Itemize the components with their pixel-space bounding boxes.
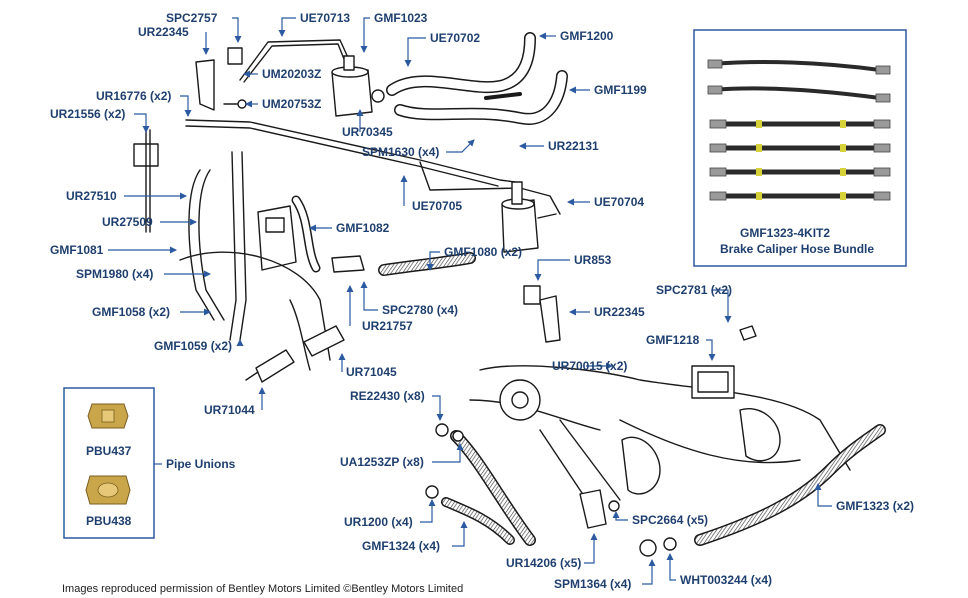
part-label-gmf1023[interactable]: GMF1023 [374, 11, 428, 25]
part-label-spm1630[interactable]: SPM1630 (x4) [362, 145, 440, 159]
part-label-spc2780[interactable]: SPC2780 (x4) [382, 303, 459, 317]
part-label-um20203z[interactable]: UM20203Z [262, 67, 322, 81]
part-label-ue70705[interactable]: UE70705 [412, 199, 463, 213]
part-label-spm1364[interactable]: SPM1364 (x4) [554, 577, 632, 591]
part-label-spc2664[interactable]: SPC2664 (x5) [632, 513, 709, 527]
part-label-spc2781[interactable]: SPC2781 (x2) [656, 283, 733, 297]
part-label-ur71044[interactable]: UR71044 [204, 403, 255, 417]
part-label-ur1200[interactable]: UR1200 (x4) [344, 515, 413, 529]
union-pbu437-icon [87, 403, 129, 429]
part-label-gmf1081[interactable]: GMF1081 [50, 243, 104, 257]
part-label-ur71045[interactable]: UR71045 [346, 365, 397, 379]
hose-bundle-illustration [710, 60, 887, 199]
part-label-gmf1324[interactable]: GMF1324 (x4) [362, 539, 441, 553]
part-label-ua1253zp[interactable]: UA1253ZP (x8) [340, 455, 424, 469]
part-label-ur21556[interactable]: UR21556 (x2) [50, 107, 126, 121]
part-label-ue70713[interactable]: UE70713 [300, 11, 351, 25]
part-label-ur16776[interactable]: UR16776 (x2) [96, 89, 172, 103]
part-label-gmf1323[interactable]: GMF1323 (x2) [836, 499, 915, 513]
part-label-ur22345-top[interactable]: UR22345 [138, 25, 189, 39]
part-label-ur21757[interactable]: UR21757 [362, 319, 413, 333]
part-label-um20753z[interactable]: UM20753Z [262, 97, 322, 111]
part-label-gmf1058[interactable]: GMF1058 (x2) [92, 305, 171, 319]
hose-yellow-bands [756, 120, 846, 200]
part-label-gmf1218[interactable]: GMF1218 [646, 333, 700, 347]
kit-title-label: Brake Caliper Hose Bundle [720, 242, 875, 256]
part-label-wht003244[interactable]: WHT003244 (x4) [680, 573, 773, 587]
part-label-gmf1200[interactable]: GMF1200 [560, 29, 614, 43]
union-pbu438-icon [85, 475, 131, 505]
part-label-spm1980[interactable]: SPM1980 (x4) [76, 267, 154, 281]
part-label-ur27510[interactable]: UR27510 [66, 189, 117, 203]
part-label-ur27509[interactable]: UR27509 [102, 215, 153, 229]
copyright-credit: Images reproduced permission of Bentley … [62, 583, 464, 595]
hose-end-fittings [707, 59, 891, 201]
part-label-ur70345[interactable]: UR70345 [342, 125, 393, 139]
part-label-ur22131[interactable]: UR22131 [548, 139, 599, 153]
leader-lines [108, 17, 832, 585]
part-label-re22430[interactable]: RE22430 (x8) [350, 389, 425, 403]
part-label-ue70704[interactable]: UE70704 [594, 195, 645, 209]
pipe-unions-group-label: Pipe Unions [166, 457, 236, 471]
brake-pipework-illustration [133, 32, 886, 557]
union-label-pbu438[interactable]: PBU438 [86, 514, 132, 528]
part-label-ur14206[interactable]: UR14206 (x5) [506, 556, 582, 570]
part-label-gmf1199[interactable]: GMF1199 [594, 83, 647, 97]
part-label-gmf1080[interactable]: GMF1080 (x2) [444, 245, 523, 259]
kit-code-label[interactable]: GMF1323-4KIT2 [740, 226, 831, 240]
union-label-pbu437[interactable]: PBU437 [86, 444, 132, 458]
part-label-ur22345-right[interactable]: UR22345 [594, 305, 645, 319]
part-label-gmf1082[interactable]: GMF1082 [336, 221, 390, 235]
part-label-ur70015[interactable]: UR70015 (x2) [552, 359, 628, 373]
pipe-unions-box [63, 387, 162, 539]
hose-bundle-box [693, 29, 907, 267]
part-label-spc2757[interactable]: SPC2757 [166, 11, 218, 25]
part-label-gmf1059[interactable]: GMF1059 (x2) [154, 339, 233, 353]
part-label-ur853[interactable]: UR853 [574, 253, 612, 267]
part-label-ue70702[interactable]: UE70702 [430, 31, 481, 45]
